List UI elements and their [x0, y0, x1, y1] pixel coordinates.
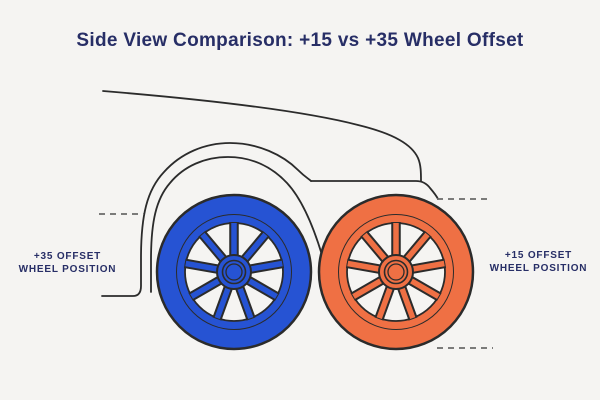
car-hood-outline [102, 90, 422, 182]
car-lower-body-line [310, 180, 439, 200]
label-plus15-line1: +15 OFFSET [504, 250, 573, 261]
diagram-title: Side View Comparison: +15 vs +35 Wheel O… [76, 30, 524, 51]
label-plus35-wheel-position: +35 OFFSET WHEEL POSITION [10, 250, 125, 276]
label-plus35-line2: WHEEL POSITION [18, 264, 117, 275]
label-plus15-wheel-position: +15 OFFSET WHEEL POSITION [481, 249, 596, 275]
fender-arch-outer [101, 142, 312, 297]
wheel-plus35-offset [155, 193, 313, 351]
label-plus15-line2: WHEEL POSITION [489, 263, 588, 274]
label-plus35-line1: +35 OFFSET [33, 251, 102, 262]
fender-arch-inner [150, 156, 323, 293]
wheel-plus15-offset [317, 193, 475, 351]
